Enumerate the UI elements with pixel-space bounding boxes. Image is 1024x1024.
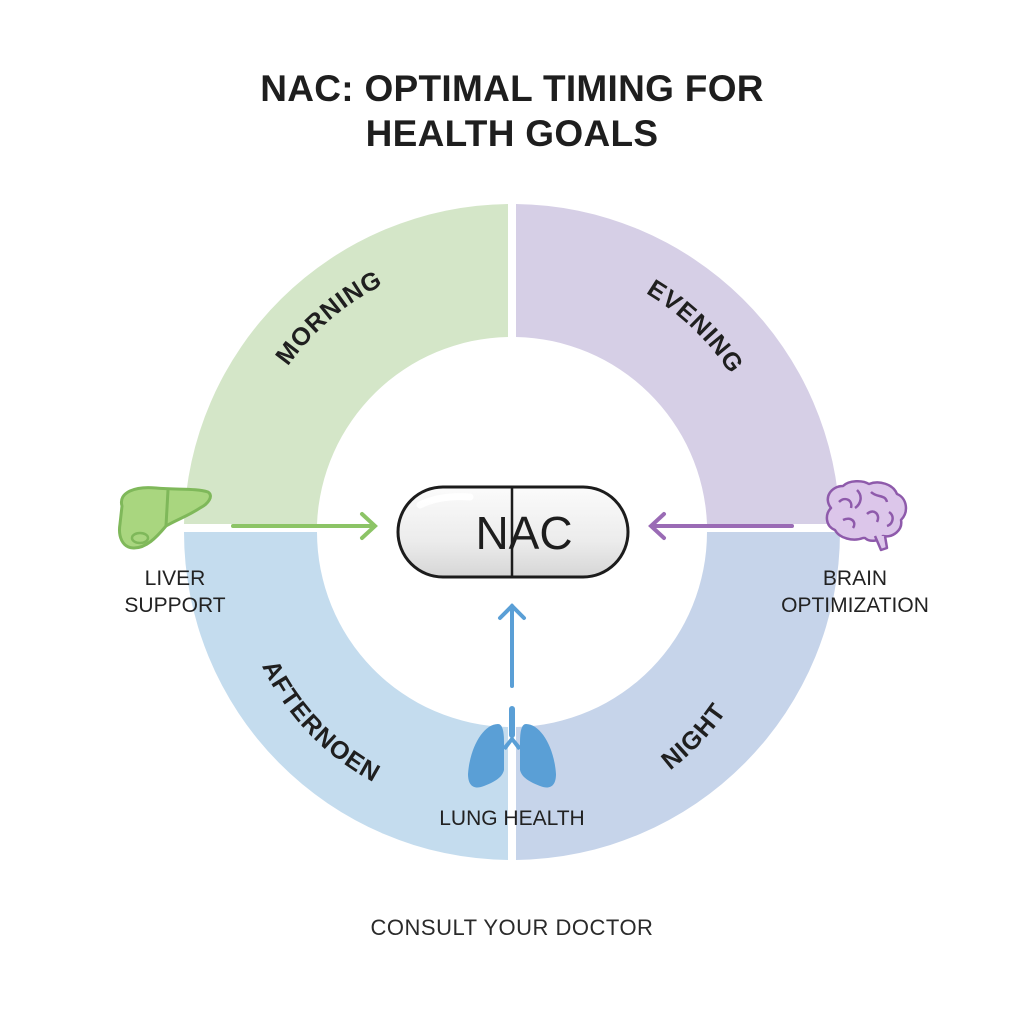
lungs-icon (468, 706, 556, 788)
liver-arrow (231, 512, 378, 540)
segment-morning (184, 204, 508, 524)
liver-icon (118, 486, 212, 550)
lung-arrow (498, 603, 526, 688)
segment-night (516, 532, 840, 860)
liver-label-line-2: SUPPORT (124, 594, 226, 617)
footer-disclaimer: CONSULT YOUR DOCTOR (370, 915, 654, 940)
page-title: NAC: OPTIMAL TIMING FOR HEALTH GOALS (0, 66, 1024, 156)
brain-label-line-2: OPTIMIZATION (781, 594, 929, 617)
brain-label-line-1: BRAIN (822, 567, 888, 590)
brain-arrow (648, 512, 794, 540)
benefit-label-liver: LIVER SUPPORT (100, 565, 250, 619)
benefit-label-lung: LUNG HEALTH (412, 805, 612, 832)
benefit-label-brain: BRAIN OPTIMIZATION (770, 565, 940, 619)
capsule-pill-icon (396, 485, 630, 579)
brain-icon (825, 480, 908, 552)
segment-evening (516, 204, 840, 524)
title-line-2: HEALTH GOALS (365, 113, 659, 154)
liver-label-line-1: LIVER (144, 567, 206, 590)
capsule-label: NAC (475, 507, 572, 559)
title-line-1: NAC: OPTIMAL TIMING FOR (260, 68, 764, 109)
segment-afternoon (184, 532, 508, 860)
lung-label-line-1: LUNG HEALTH (439, 807, 585, 830)
